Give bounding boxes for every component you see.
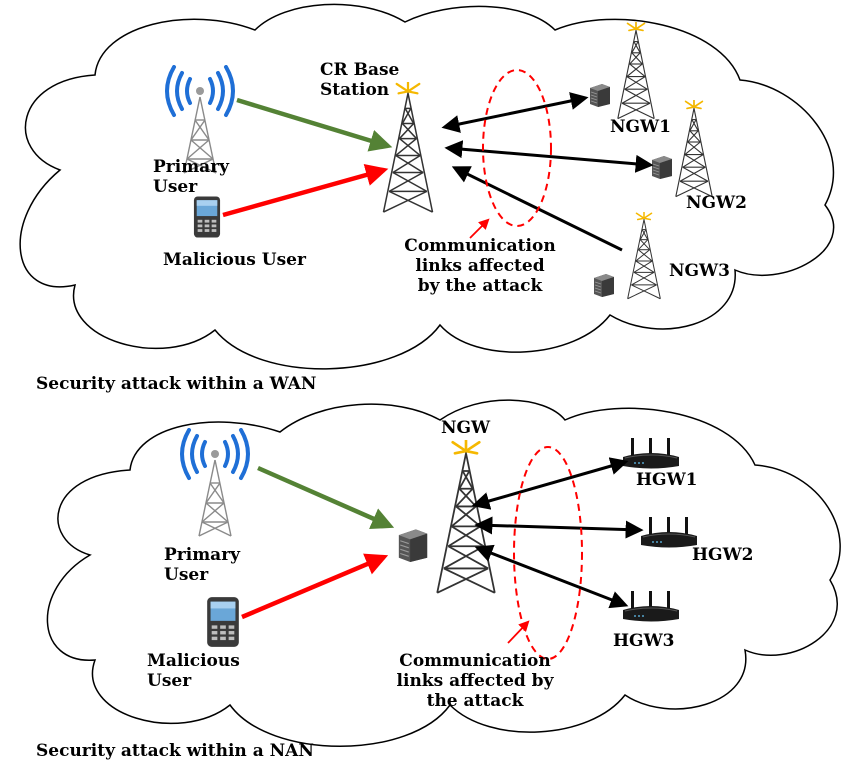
nan-malicious-user-label: Malicious User	[147, 651, 240, 691]
nan-malicious-link-arrow	[241, 553, 389, 620]
cr-base-station-label: CR Base Station	[320, 60, 400, 100]
nan-affected-links-ellipse	[513, 446, 583, 660]
nan-cloud	[46, 399, 841, 747]
hgw1-label: HGW1	[636, 470, 698, 490]
nan-affected-links-label: Communication links affected by the atta…	[396, 651, 554, 711]
ngw1-label: NGW1	[610, 117, 671, 137]
nan-link-hgw2-arrow	[474, 516, 644, 539]
wan-malicious-user-icon	[193, 196, 221, 238]
ngw3-device-icon	[593, 273, 615, 298]
ngw-hub-label: NGW	[441, 418, 491, 438]
ngw3-label: NGW3	[669, 261, 730, 281]
wan-affected-pointer-arrow	[469, 218, 490, 239]
nan-link-hgw1-arrow	[471, 457, 629, 510]
nan-malicious-user-icon	[207, 597, 239, 647]
nan-primary-link-arrow	[257, 465, 395, 530]
hgw2-label: HGW2	[692, 545, 754, 565]
wan-link-ngw2-arrow	[444, 140, 654, 173]
wan-caption: Security attack within a WAN	[36, 374, 317, 394]
wan-affected-links-label: Communication links affected by the atta…	[404, 236, 556, 296]
wan-malicious-link-arrow	[222, 164, 389, 218]
wan-affected-links-ellipse	[482, 69, 552, 227]
nan-affected-pointer-arrow	[507, 620, 530, 644]
nan-primary-user-label: Primary User	[164, 545, 241, 585]
ngw-hub-device-icon	[398, 528, 428, 563]
hgw3-label: HGW3	[613, 631, 675, 651]
ngw1-device-icon	[589, 83, 611, 108]
nan-link-hgw3-arrow	[474, 544, 629, 609]
wan-primary-user-label: Primary User	[153, 157, 230, 197]
wan-link-ngw1-arrow	[441, 92, 589, 133]
ngw2-device-icon	[651, 155, 673, 180]
wan-primary-link-arrow	[236, 97, 393, 152]
wan-malicious-user-label: Malicious User	[163, 250, 306, 270]
ngw2-label: NGW2	[686, 193, 747, 213]
nan-caption: Security attack within a NAN	[36, 741, 314, 761]
